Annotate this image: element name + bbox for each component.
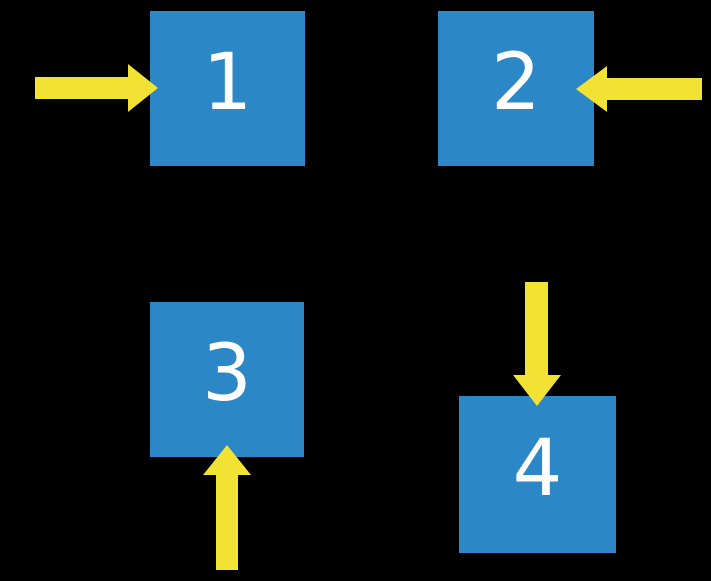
square-2: 2 [438,11,594,166]
square-4: 4 [459,396,616,553]
arrow-left-icon [576,66,702,112]
arrow-right-icon [35,64,158,112]
square-4-label: 4 [512,423,563,514]
arrow-up-icon [203,445,251,570]
square-2-label: 2 [491,37,541,128]
arrow-down-icon [513,282,561,406]
square-1-label: 1 [202,37,253,128]
square-1: 1 [150,11,305,166]
square-3: 3 [150,302,304,457]
square-3-label: 3 [202,328,252,419]
